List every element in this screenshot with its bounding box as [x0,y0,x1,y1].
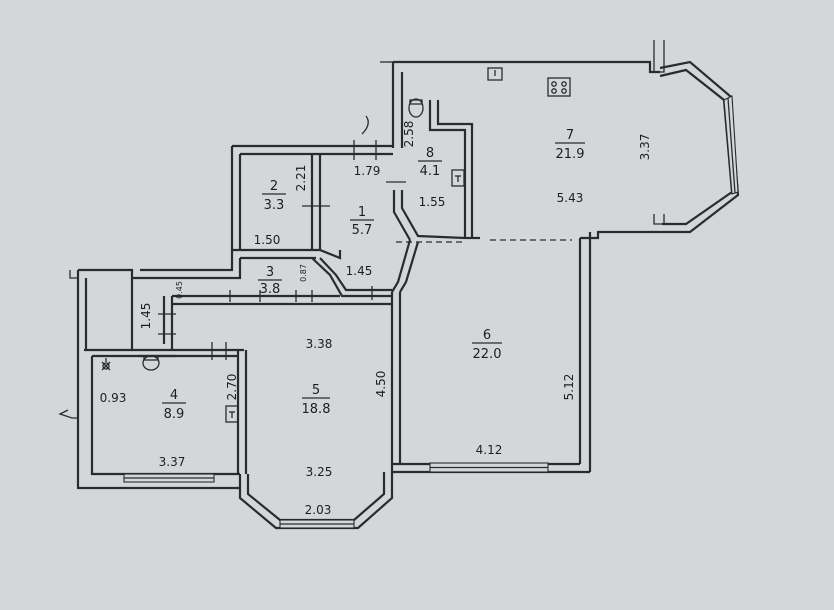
dim-r4-width: 3.37 [159,455,186,469]
dim-r4-top: 0.93 [100,391,127,405]
room-area: 22.0 [473,347,502,362]
dim-r7-width: 3.37 [638,134,652,161]
room-area: 18.8 [302,402,331,417]
dim-left-hall: 1.45 [139,303,153,330]
dim-r5-top: 3.38 [306,337,333,351]
windows [123,95,739,529]
room-label-8: 8 4.1 [418,146,442,179]
room-label-1: 1 5.7 [350,205,374,238]
dim-r7-length: 5.43 [557,191,584,205]
room-number: 1 [358,205,366,220]
room-number: 6 [483,328,491,343]
dim-r8-width: 1.55 [419,195,446,209]
room-area: 21.9 [556,147,585,162]
dim-r5-bay: 2.03 [305,503,332,517]
dim-r6-height: 5.12 [562,374,576,401]
dim-left-small: 0.45 [175,281,184,299]
dim-r6-width: 4.12 [476,443,503,457]
room-label-7: 7 21.9 [555,128,585,162]
room-area: 8.9 [164,407,185,422]
room-area: 4.1 [420,164,441,179]
room-number: 8 [426,146,434,161]
fixtures [101,67,571,423]
room-label-3: 3 3.8 [258,265,282,297]
room-label-4: 4 8.9 [162,388,186,422]
room-area: 3.3 [264,198,285,213]
room-number: 2 [270,179,278,194]
room-number: 4 [170,388,178,403]
dim-corridor: 1.79 [354,164,381,178]
room-area: 3.8 [260,282,281,297]
dim-r4-height: 2.70 [225,374,239,401]
room-label-6: 6 22.0 [472,328,502,362]
dim-r3-small: 0.87 [299,264,308,282]
room-area: 5.7 [352,223,373,238]
dim-r2-width: 1.50 [254,233,281,247]
dim-hall: 1.45 [346,264,373,278]
room-label-5: 5 18.8 [302,383,331,417]
room-number: 5 [312,383,320,398]
dim-r5-height: 4.50 [374,371,388,398]
dimension-labels: 2.21 1.50 1.79 2.58 1.55 5.43 3.37 1.45 … [100,121,652,517]
dim-r8-height: 2.58 [402,121,416,148]
room-number: 7 [566,128,574,143]
door-openings [158,115,572,360]
room-label-2: 2 3.3 [262,179,286,213]
dim-r5-bottom: 3.25 [306,465,333,479]
dim-r2-height: 2.21 [294,165,308,192]
room-number: 3 [266,265,274,280]
